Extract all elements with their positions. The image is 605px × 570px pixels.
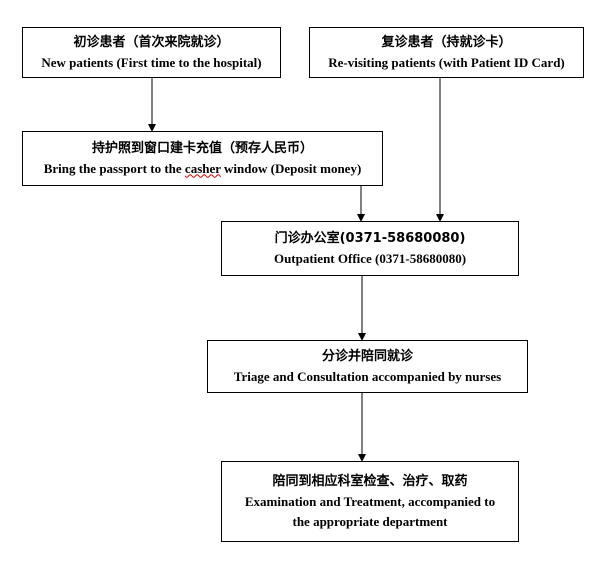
examination-zh: 陪同到相应科室检查、治疗、取药 [272, 473, 468, 489]
triage-en: Triage and Consultation accompanied by n… [233, 368, 502, 384]
spelling-flag-word: casher [184, 160, 221, 176]
outpatient-office-en: Outpatient Office (0371-58680080) [273, 250, 467, 266]
examination-box: 陪同到相应科室检查、治疗、取药 Examination and Treatmen… [221, 461, 519, 542]
revisiting-patients-en: Re-visiting patients (with Patient ID Ca… [328, 54, 565, 70]
triage-box: 分诊并陪同就诊 Triage and Consultation accompan… [207, 340, 528, 393]
outpatient-office-zh: 门诊办公室(0371-58680080) [274, 230, 466, 246]
revisiting-patients-zh: 复诊患者（持就诊卡） [381, 34, 512, 50]
passport-card-en-part2: window (Deposit money) [220, 160, 362, 176]
passport-card-en: Bring the passport to the casher window … [44, 159, 362, 179]
passport-card-en-part1: Bring the passport to the [43, 160, 185, 176]
examination-en-line1: Examination and Treatment, accompanied t… [244, 493, 496, 509]
outpatient-office-box: 门诊办公室(0371-58680080) Outpatient Office (… [221, 221, 519, 276]
passport-card-box: 持护照到窗口建卡充值（预存人民币） Bring the passport to … [22, 131, 383, 186]
new-patients-en: New patients (First time to the hospital… [41, 54, 262, 70]
examination-en-line2: the appropriate department [292, 513, 448, 529]
triage-zh: 分诊并陪同就诊 [321, 348, 413, 364]
new-patients-zh: 初诊患者（首次来院就诊） [73, 34, 230, 50]
new-patients-box: 初诊患者（首次来院就诊） New patients (First time to… [22, 27, 281, 78]
passport-card-zh: 持护照到窗口建卡充值（预存人民币） [91, 140, 313, 156]
revisiting-patients-box: 复诊患者（持就诊卡） Re-visiting patients (with Pa… [309, 27, 584, 78]
